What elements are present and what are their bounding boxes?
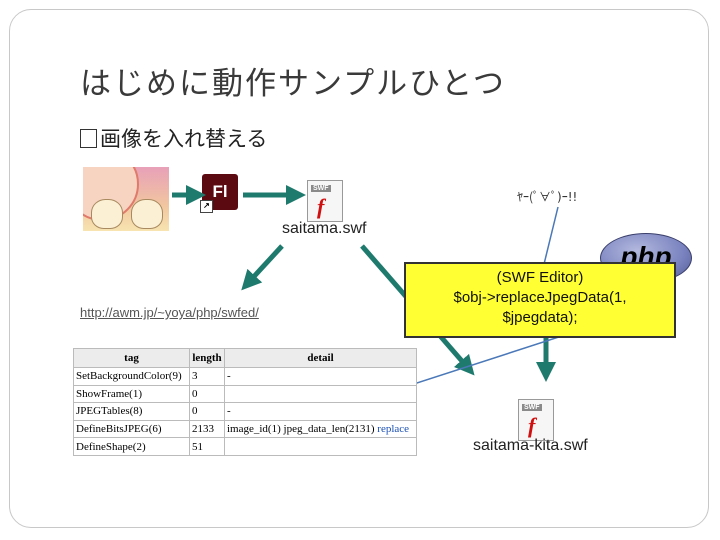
bullet-text: 画像を入れ替える bbox=[100, 127, 268, 151]
swf-output-label: saitama-kita.swf bbox=[473, 437, 588, 454]
cell-detail: - bbox=[224, 367, 417, 386]
swf-tag: SWF bbox=[311, 185, 331, 192]
table-row: DefineShape(2) 51 bbox=[73, 437, 417, 456]
swf-tag: SWF bbox=[522, 404, 542, 411]
slide-frame bbox=[9, 9, 709, 528]
cell-length: 2133 bbox=[189, 419, 225, 439]
bullet-item: 画像を入れ替える bbox=[80, 123, 267, 153]
cell-length: 0 bbox=[189, 384, 225, 404]
cell-length: 3 bbox=[189, 367, 225, 386]
cell-detail bbox=[224, 384, 417, 404]
table-header-row: tag length detail bbox=[73, 348, 417, 368]
callout-line-1: (SWF Editor) bbox=[496, 269, 584, 286]
character-face bbox=[131, 199, 163, 229]
table-row: DefineBitsJPEG(6) 2133 image_id(1) jpeg_… bbox=[73, 419, 417, 439]
flash-fl-icon[interactable]: Fl↗ bbox=[200, 174, 238, 213]
character-face bbox=[91, 199, 123, 229]
table-row: ShowFrame(1) 0 bbox=[73, 384, 417, 404]
detail-text: image_id(1) jpeg_data_len(2131) bbox=[227, 423, 375, 436]
swf-editor-callout: (SWF Editor) $obj->replaceJpegData(1, $j… bbox=[404, 262, 676, 338]
swf-tag-table: tag length detail SetBackgroundColor(9) … bbox=[73, 348, 417, 456]
cell-tag: JPEGTables(8) bbox=[73, 402, 190, 421]
shortcut-arrow-icon: ↗ bbox=[200, 200, 213, 213]
callout-line-3: $jpegdata); bbox=[502, 309, 578, 326]
table-row: JPEGTables(8) 0 - bbox=[73, 402, 417, 421]
swf-file-icon[interactable]: SWF f bbox=[307, 180, 343, 222]
header-detail: detail bbox=[224, 348, 417, 368]
flash-f-glyph: f bbox=[317, 194, 325, 219]
cell-tag: DefineShape(2) bbox=[73, 437, 190, 456]
swf-output-file-icon[interactable]: SWF f bbox=[518, 399, 554, 441]
cell-detail: image_id(1) jpeg_data_len(2131) replace bbox=[224, 419, 417, 439]
callout-line-2: $obj->replaceJpegData(1, bbox=[453, 289, 627, 306]
cell-tag: DefineBitsJPEG(6) bbox=[73, 419, 190, 439]
slide-title: はじめに動作サンプルひとつ bbox=[80, 66, 506, 102]
replace-link[interactable]: replace bbox=[377, 423, 410, 436]
cell-tag: SetBackgroundColor(9) bbox=[73, 367, 190, 386]
table-row: SetBackgroundColor(9) 3 - bbox=[73, 367, 417, 386]
emoticon-text: ﾔｰ(ﾟ∀ﾟ)ｰ!! bbox=[517, 190, 578, 204]
fl-label: Fl bbox=[212, 182, 228, 201]
header-tag: tag bbox=[73, 348, 190, 368]
cell-detail: - bbox=[224, 402, 417, 421]
flash-f-glyph: f bbox=[528, 413, 536, 438]
cell-length: 0 bbox=[189, 402, 225, 421]
swf-input-label: saitama.swf bbox=[282, 220, 367, 237]
cell-tag: ShowFrame(1) bbox=[73, 384, 190, 404]
bullet-box-icon bbox=[80, 129, 97, 148]
header-length: length bbox=[189, 348, 225, 368]
swfed-link[interactable]: http://awm.jp/~yoya/php/swfed/ bbox=[80, 305, 259, 320]
cell-detail bbox=[224, 437, 417, 456]
cell-length: 51 bbox=[189, 437, 225, 456]
source-image bbox=[83, 167, 169, 231]
